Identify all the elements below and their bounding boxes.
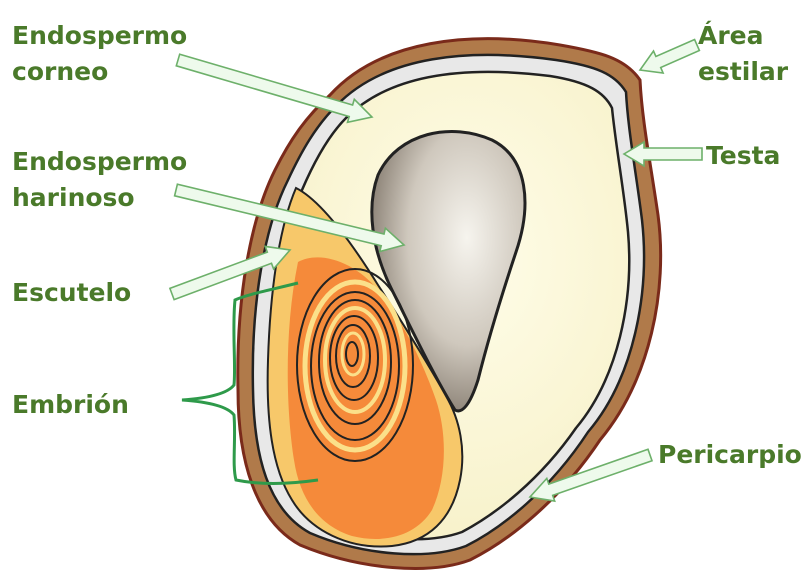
label-scutellum: Escutelo — [12, 275, 131, 311]
label-endosperm-floury: Endospermo harinoso — [12, 144, 187, 216]
label-testa: Testa — [706, 138, 780, 174]
label-embryo: Embrión — [12, 387, 129, 423]
label-endosperm-horny: Endospermo corneo — [12, 18, 187, 90]
pointer-arrow — [640, 40, 699, 74]
label-stylar-area: Área estilar — [698, 18, 788, 90]
label-pericarp: Pericarpio — [658, 437, 802, 473]
